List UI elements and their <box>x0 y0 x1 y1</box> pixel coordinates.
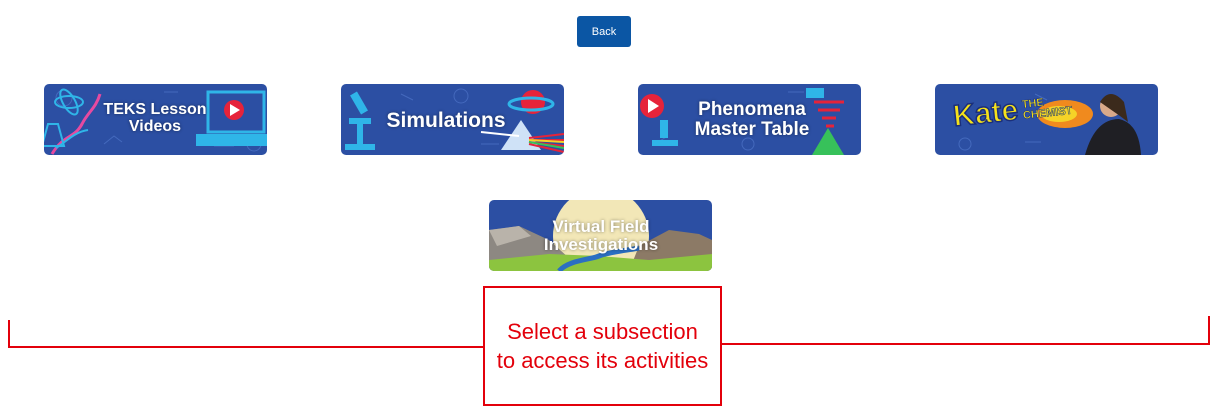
tile-label-line2: Investigations <box>543 234 659 254</box>
tile-label-line1: TEKS Lesson <box>103 101 207 118</box>
microscope-icon <box>652 120 678 146</box>
tile-label-line2: Videos <box>128 117 182 135</box>
instruction-callout: Select a subsection to access its activi… <box>483 286 722 406</box>
teks-tile-background <box>44 84 267 155</box>
tile-label-line2: Master Table <box>694 118 810 140</box>
prism-icon <box>480 120 564 153</box>
instruction-text: Select a subsection to access its activi… <box>496 319 709 373</box>
kate-tile-background <box>935 84 1158 155</box>
flask-icon <box>812 128 844 155</box>
tile-label-line1: Simulations <box>386 109 506 132</box>
virtual-field-tile-background <box>489 200 712 271</box>
virtual-field-investigations-tile[interactable]: Virtual Field Investigations <box>489 200 712 271</box>
back-button[interactable]: Back <box>577 16 631 47</box>
microscope-icon <box>345 91 375 150</box>
flask-icon <box>44 123 66 147</box>
annotation-bracket-left <box>8 320 486 348</box>
sun-icon <box>553 200 649 271</box>
cloud-icon <box>806 88 824 98</box>
phenomena-tile-background <box>638 84 861 155</box>
phenomena-master-table-tile[interactable]: Phenomena Master Table <box>638 84 861 155</box>
atom-icon <box>54 88 84 116</box>
hills <box>489 254 712 271</box>
planet-icon <box>507 90 555 114</box>
tile-label-line1: Phenomena <box>698 99 806 120</box>
play-icon <box>640 94 664 118</box>
river-icon <box>557 245 640 271</box>
fire-icon <box>1037 100 1093 128</box>
tile-label-line1: Virtual Field <box>552 217 650 236</box>
teks-lesson-videos-tile[interactable]: TEKS Lesson Videos <box>44 84 267 155</box>
simulations-tile-background <box>341 84 564 155</box>
laptop-icon <box>196 90 267 146</box>
person-image <box>1085 94 1141 155</box>
tornado-icon <box>814 100 844 128</box>
annotation-bracket-right <box>719 316 1210 345</box>
simulations-tile[interactable]: Simulations <box>341 84 564 155</box>
